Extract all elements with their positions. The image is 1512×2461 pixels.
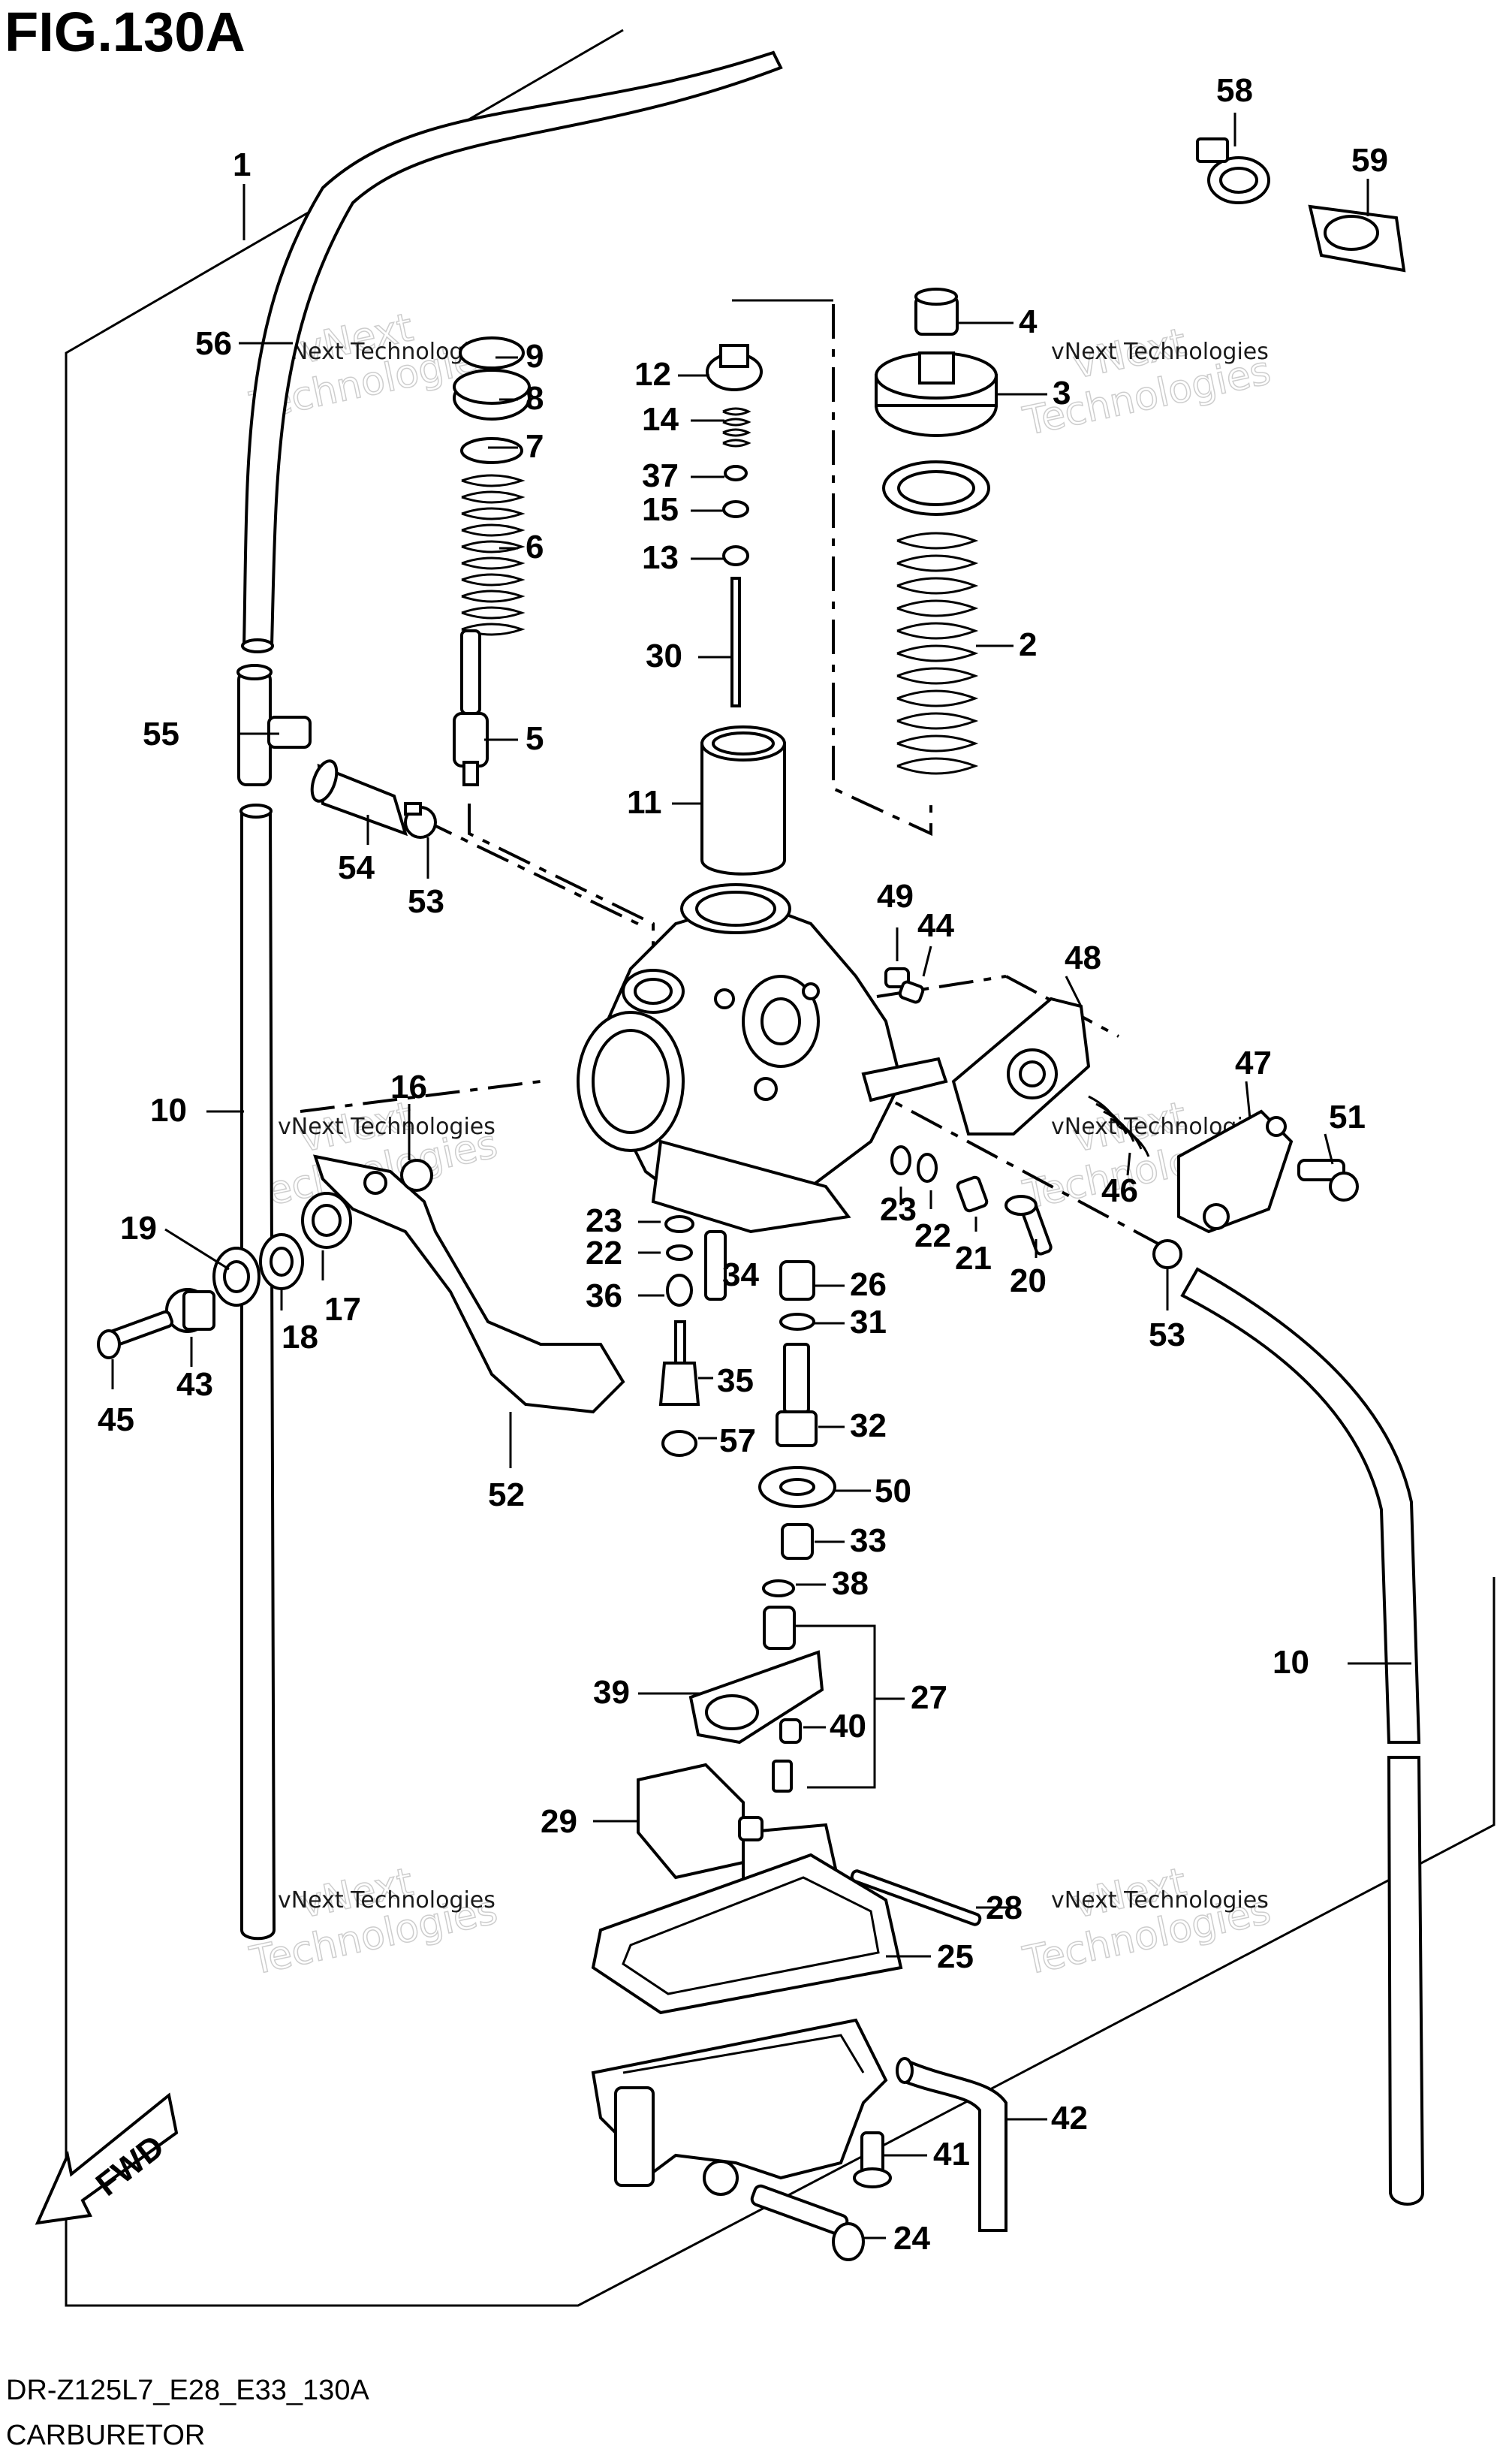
callout-45: 45 [98,1401,134,1438]
callout-20: 20 [1010,1262,1047,1299]
callout-32: 32 [850,1407,887,1444]
callout-17: 17 [324,1291,361,1328]
fuel-hose-right [1180,1267,1425,2206]
footer-code: DR-Z125L7_E28_E33_130A [6,2375,369,2406]
hose-clamp-right [1152,1239,1182,1269]
callout-38: 38 [832,1565,869,1602]
fuel-hose-upper [241,50,783,653]
callout-47: 47 [1235,1045,1272,1081]
hose-clamp-upper [404,802,437,839]
callout-16: 16 [390,1069,427,1105]
leader-lines [111,113,1411,2239]
air-cutoff-assembly [884,967,1359,1256]
callout-31: 31 [850,1304,887,1341]
callout-35: 35 [717,1362,754,1399]
throttle-valve [700,725,786,876]
callout-5: 5 [526,720,544,757]
callout-30: 30 [646,638,682,674]
top-cap-assembly [875,288,998,775]
figure-title: FIG.130A [5,1,245,63]
fwd-arrow-icon: FWD [35,2092,179,2225]
callout-13: 13 [642,539,679,576]
callout-15: 15 [642,491,679,528]
callout-27: 27 [911,1679,947,1716]
callout-33: 33 [850,1522,887,1559]
callout-9: 9 [526,338,544,375]
callout-59: 59 [1351,142,1388,179]
callout-29: 29 [541,1803,577,1840]
callout-39: 39 [593,1674,630,1711]
fuel-hose-left [239,804,276,1941]
callout-24: 24 [893,2220,930,2257]
callout-7: 7 [526,428,544,465]
clamp-59 [1308,204,1406,273]
callout-34: 34 [722,1256,759,1293]
watermark-small: vNext Technologies [278,1887,495,1914]
callout-10-left: 10 [150,1092,187,1129]
callout-4: 4 [1019,303,1038,340]
callout-51: 51 [1329,1099,1366,1135]
callout-8: 8 [526,380,544,417]
callout-26: 26 [850,1266,887,1303]
callout-3: 3 [1053,375,1071,412]
callout-22: 22 [586,1235,622,1271]
clamp-58 [1196,137,1270,204]
callout-44: 44 [917,907,954,944]
cable-bracket-assembly [97,1154,625,1414]
callout-53-upper: 53 [408,883,444,920]
callout-55: 55 [143,716,179,752]
t-joint [236,664,312,786]
callout-56: 56 [195,325,232,362]
callout-58: 58 [1216,72,1253,109]
choke-plunger-assembly [453,336,531,786]
callout-12: 12 [634,356,671,393]
callout-49: 49 [877,878,914,915]
watermark-small: vNext Technologies [1051,1887,1269,1914]
callout-48: 48 [1065,939,1101,976]
callout-36: 36 [586,1277,622,1314]
carburetor-body [577,883,948,1234]
callout-42: 42 [1051,2100,1088,2137]
callout-52: 52 [488,1476,525,1513]
callout-10-right: 10 [1273,1644,1309,1681]
callout-41: 41 [933,2136,970,2173]
callout-1: 1 [233,146,251,183]
callout-23: 23 [586,1202,622,1239]
callout-40: 40 [830,1708,866,1745]
callout-11: 11 [627,784,662,821]
footer-name: CARBURETOR [6,2420,205,2451]
callout-53-right: 53 [1149,1316,1185,1353]
callout-25: 25 [937,1938,974,1975]
callout-21: 21 [955,1240,992,1277]
assembly-outline [65,29,1495,2307]
watermark-small: vNext Technologies [1051,339,1269,365]
short-hose [310,759,408,837]
jet-assembly [658,1215,876,1793]
callout-19: 19 [120,1210,157,1247]
callout-2: 2 [1019,626,1037,663]
callout-6: 6 [526,529,544,565]
callout-43: 43 [176,1366,213,1403]
callout-14: 14 [642,401,679,438]
callout-18: 18 [282,1319,318,1356]
jet-needle-assembly [706,344,763,707]
callout-labels: 1 2 3 4 5 6 7 8 9 10 10 11 12 13 14 15 1… [98,72,1388,2257]
callout-22b: 22 [914,1217,951,1254]
callout-37: 37 [642,457,679,494]
callout-28: 28 [986,1889,1023,1926]
callout-46: 46 [1101,1172,1138,1209]
callout-57: 57 [719,1422,756,1459]
callout-54: 54 [338,849,375,886]
watermark-small: vNext Technologies [278,1114,495,1140]
float-bowl-assembly [591,1763,1007,2261]
callout-50: 50 [875,1473,911,1509]
callout-23b: 23 [880,1191,917,1228]
